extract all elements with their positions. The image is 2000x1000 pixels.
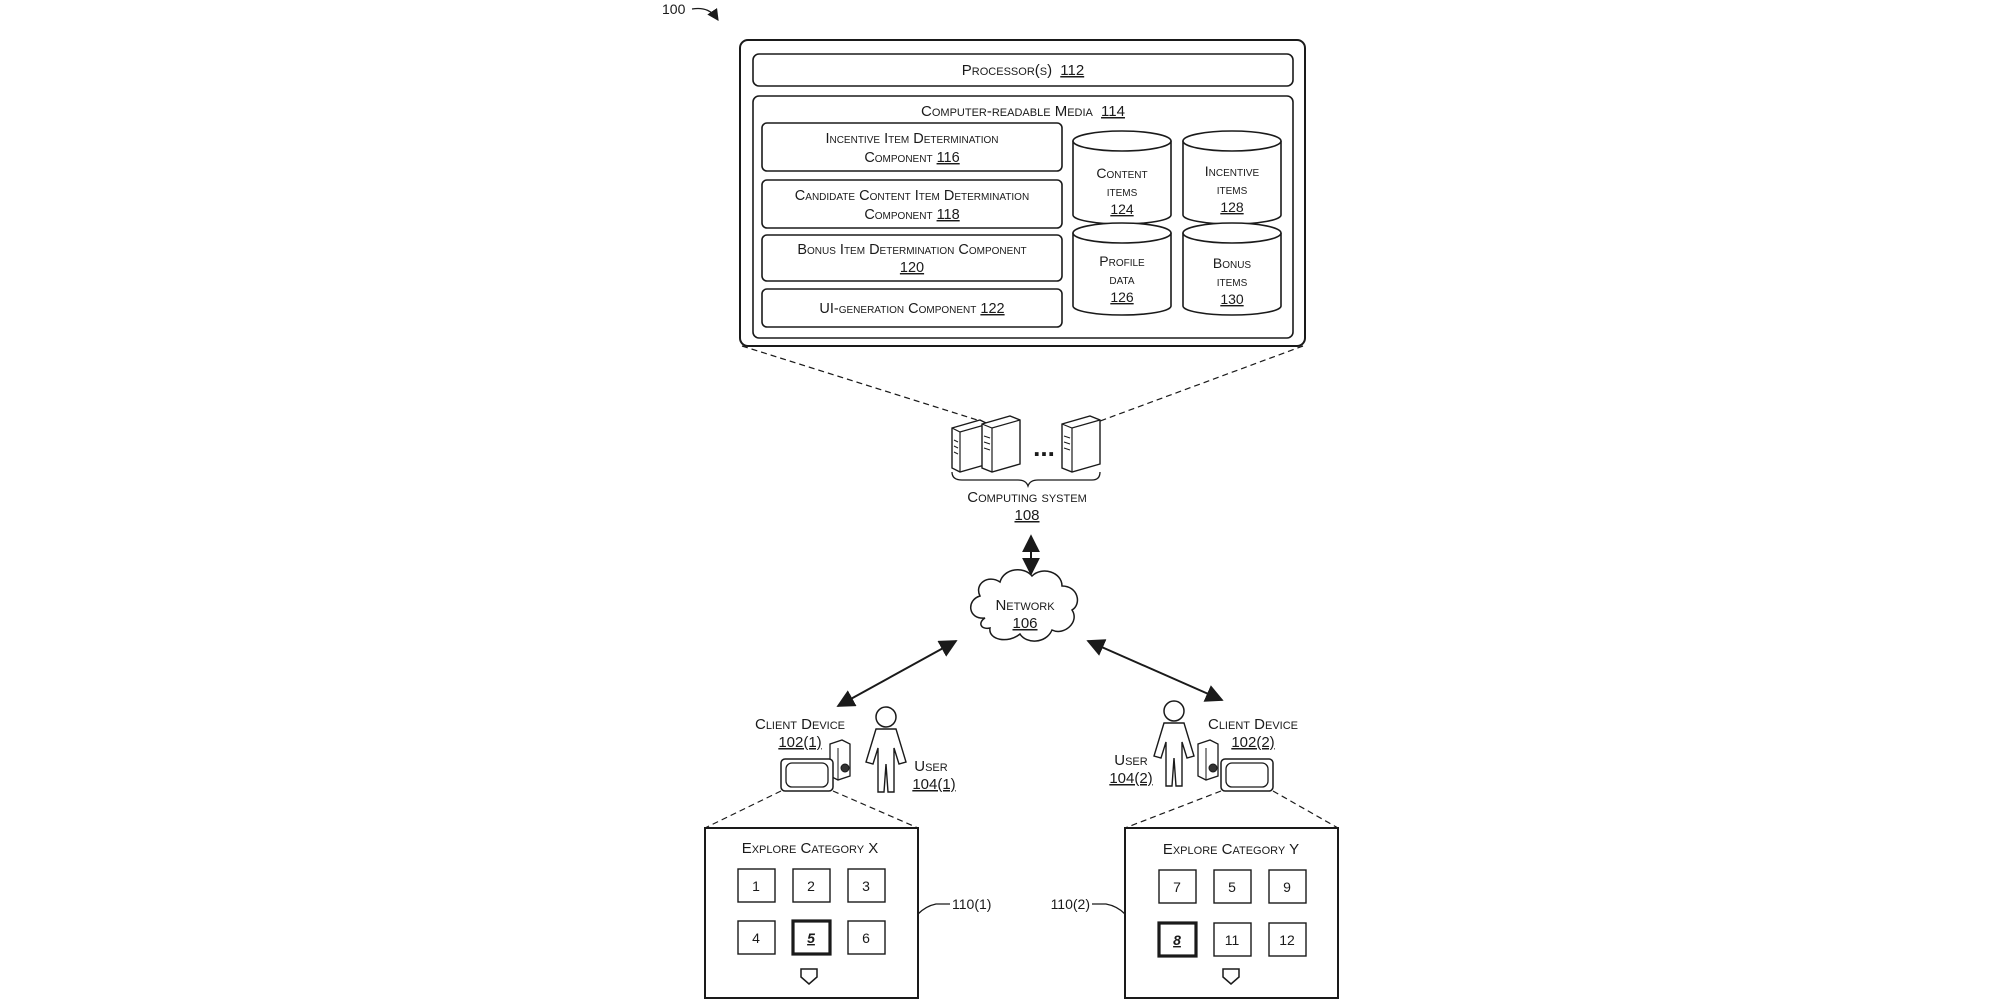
datastore-profile-data: Profile data 126 <box>1072 222 1172 316</box>
client1-ref: 102(1) <box>778 734 821 751</box>
ui2-item-tile[interactable]: 12 <box>1268 922 1307 957</box>
client1-tower-icon <box>829 739 851 781</box>
svg-text:Incentive Item Determination: Incentive Item Determination <box>825 131 998 147</box>
ui2-item-tile[interactable]: 9 <box>1268 869 1307 904</box>
user1-figure <box>865 706 907 793</box>
client2-label: Client Device <box>1208 716 1298 733</box>
callout-line-left <box>741 345 991 425</box>
ui1-item-tile[interactable]: 3 <box>847 868 886 903</box>
arrow-network-client1 <box>836 640 958 707</box>
user1-label: User <box>914 758 948 775</box>
ui1-item-tile[interactable]: 1 <box>737 868 776 903</box>
svg-text:Profile: Profile <box>1099 253 1145 269</box>
ui2-callout-right <box>1272 790 1339 829</box>
svg-text:Content: Content <box>1096 165 1147 181</box>
ui1-item-label: 4 <box>752 930 760 946</box>
svg-text:items: items <box>1217 181 1248 197</box>
ui1-item-label: 2 <box>807 878 815 894</box>
ui1-title: Explore Category X <box>742 840 879 857</box>
ui2-ref-leader <box>1092 903 1126 915</box>
client2-ref: 102(2) <box>1231 734 1274 751</box>
ui1-ref: 110(1) <box>952 896 991 912</box>
ui2-item-label: 5 <box>1228 879 1236 895</box>
svg-text:128: 128 <box>1220 199 1244 215</box>
ui2-title: Explore Category Y <box>1163 841 1299 858</box>
ui1-ref-leader <box>917 903 950 915</box>
client2-tower-icon <box>1197 739 1219 781</box>
svg-text:124: 124 <box>1110 201 1134 217</box>
ui1-item-tile[interactable]: 6 <box>847 920 886 955</box>
datastore-content-items: Content items 124 <box>1072 130 1172 225</box>
computing-system-label: Computing system <box>967 489 1087 506</box>
server-icon <box>1061 415 1101 473</box>
arrow-network-client2 <box>1086 639 1224 702</box>
ui1-item-label: 3 <box>862 878 870 894</box>
figure-label: 100 <box>662 1 686 17</box>
ui2-item-tile[interactable]: 5 <box>1213 869 1252 904</box>
ui2-item-label: 12 <box>1279 932 1295 948</box>
network-ref: 106 <box>1012 615 1037 632</box>
svg-text:Incentive: Incentive <box>1205 163 1260 179</box>
component-bonus-item: Bonus Item Determination Component 120 <box>761 234 1063 282</box>
network-cloud <box>970 569 1079 642</box>
ui2-item-label: 8 <box>1173 932 1181 948</box>
ui1-scroll-down-icon <box>800 968 818 985</box>
svg-text:126: 126 <box>1110 289 1134 305</box>
client1-monitor-icon <box>780 758 834 792</box>
ui1-item-tile[interactable]: 4 <box>737 920 776 955</box>
ui1-callout-right <box>832 790 919 829</box>
ui2-item-tile-selected[interactable]: 8 <box>1157 921 1198 958</box>
processor-box <box>752 53 1294 87</box>
svg-text:Bonus Item Determination Compo: Bonus Item Determination Component <box>797 242 1026 258</box>
ui2-item-tile[interactable]: 7 <box>1158 869 1197 904</box>
callout-line-right <box>1091 345 1304 425</box>
ui1-item-label: 5 <box>807 930 815 946</box>
svg-text:items: items <box>1107 183 1138 199</box>
ui2-ref: 110(2) <box>1051 896 1090 912</box>
client1-label: Client Device <box>755 716 845 733</box>
ui-panel-category-y: Explore Category Y 7 5 9 8 11 12 <box>1124 827 1339 999</box>
svg-text:items: items <box>1217 273 1248 289</box>
ui1-item-tile[interactable]: 2 <box>792 868 831 903</box>
computing-system-ref: 108 <box>1014 507 1039 524</box>
ui1-item-label: 1 <box>752 878 760 894</box>
ui1-item-tile-selected[interactable]: 5 <box>791 919 832 956</box>
server-brace <box>951 471 1101 489</box>
ui2-item-label: 7 <box>1173 879 1181 895</box>
ui2-callout-left <box>1124 790 1222 829</box>
ui1-callout-left <box>704 790 782 829</box>
ui2-scroll-down-icon <box>1222 968 1240 985</box>
server-icon <box>981 415 1021 473</box>
svg-text:Bonus: Bonus <box>1213 255 1252 271</box>
ui2-item-label: 11 <box>1225 932 1240 948</box>
svg-text:data: data <box>1109 271 1135 287</box>
datastore-incentive-items: Incentive items 128 <box>1182 130 1282 225</box>
ui2-item-tile[interactable]: 11 <box>1213 922 1252 957</box>
user2-figure <box>1153 700 1195 787</box>
ui2-item-label: 9 <box>1283 879 1291 895</box>
datastore-bonus-items: Bonus items 130 <box>1182 222 1282 316</box>
server-ellipsis: ... <box>1033 432 1055 462</box>
svg-text:130: 130 <box>1220 291 1244 307</box>
network-label: Network <box>995 597 1055 614</box>
processor-label: Processor(s) 112 <box>962 62 1084 79</box>
svg-text:120: 120 <box>900 260 924 276</box>
client2-monitor-icon <box>1220 758 1274 792</box>
media-label: Computer-readable Media 114 <box>921 103 1125 120</box>
component-candidate-content-item: Candidate Content Item Determination Com… <box>761 179 1063 229</box>
figure-label-arrow <box>691 7 719 21</box>
user2-label: User <box>1114 752 1148 769</box>
svg-text:Candidate Content Item Determi: Candidate Content Item Determination <box>795 188 1029 204</box>
user1-ref: 104(1) <box>912 776 955 793</box>
ui-panel-category-x: Explore Category X 1 2 3 4 5 6 <box>704 827 919 999</box>
ui1-item-label: 6 <box>862 930 870 946</box>
user2-ref: 104(2) <box>1109 770 1152 787</box>
